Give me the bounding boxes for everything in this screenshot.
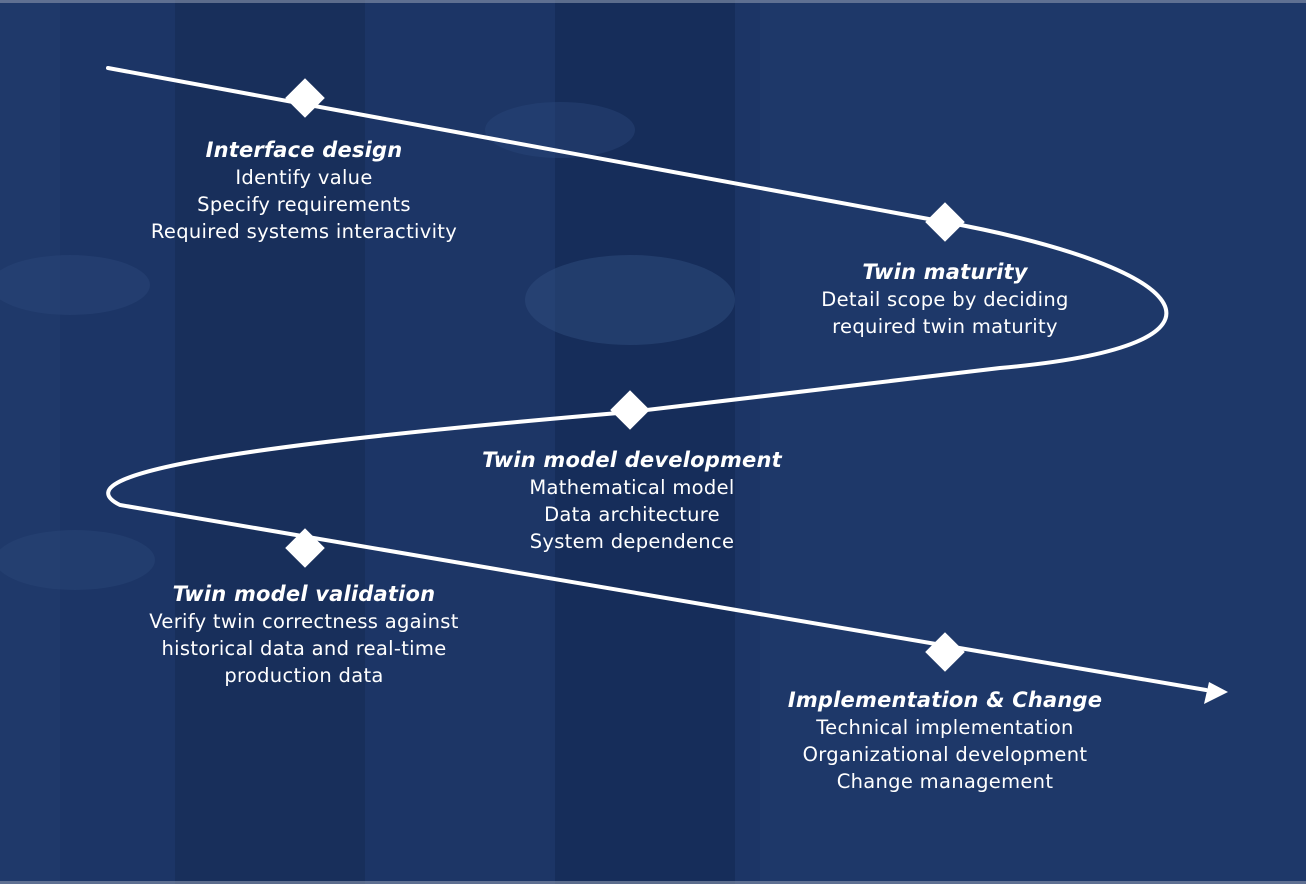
step-detail: Technical implementation xyxy=(816,716,1074,739)
step-twin-model-development: Twin model development Mathematical mode… xyxy=(432,446,832,555)
diamond-icon xyxy=(610,390,650,430)
step-detail: required twin maturity xyxy=(832,315,1058,338)
step-interface-design: Interface design Identify value Specify … xyxy=(104,136,504,245)
step-twin-model-validation: Twin model validation Verify twin correc… xyxy=(104,580,504,689)
step-title: Implementation & Change xyxy=(787,688,1103,712)
diamond-icon xyxy=(285,78,325,118)
diamond-icon xyxy=(925,202,965,242)
step-detail: historical data and real-time xyxy=(161,637,447,660)
step-detail: Required systems interactivity xyxy=(150,220,458,243)
step-title: Twin model validation xyxy=(172,582,436,606)
step-detail: Specify requirements xyxy=(197,193,411,216)
diamond-icon xyxy=(285,528,325,568)
step-title: Twin model development xyxy=(482,448,782,472)
step-detail: Change management xyxy=(836,770,1054,793)
step-title: Interface design xyxy=(205,138,403,162)
step-detail: Verify twin correctness against xyxy=(149,610,459,633)
step-detail: Data architecture xyxy=(544,503,720,526)
step-detail: Organizational development xyxy=(802,743,1088,766)
step-implementation-change: Implementation & Change Technical implem… xyxy=(745,686,1145,795)
diamond-icon xyxy=(925,632,965,672)
step-detail: production data xyxy=(224,664,384,687)
step-detail: System dependence xyxy=(529,530,735,553)
step-detail: Identify value xyxy=(235,166,373,189)
step-detail: Detail scope by deciding xyxy=(821,288,1069,311)
arrowhead-icon xyxy=(1204,682,1228,704)
step-detail: Mathematical model xyxy=(529,476,735,499)
step-twin-maturity: Twin maturity Detail scope by deciding r… xyxy=(745,258,1145,340)
step-title: Twin maturity xyxy=(862,260,1028,284)
